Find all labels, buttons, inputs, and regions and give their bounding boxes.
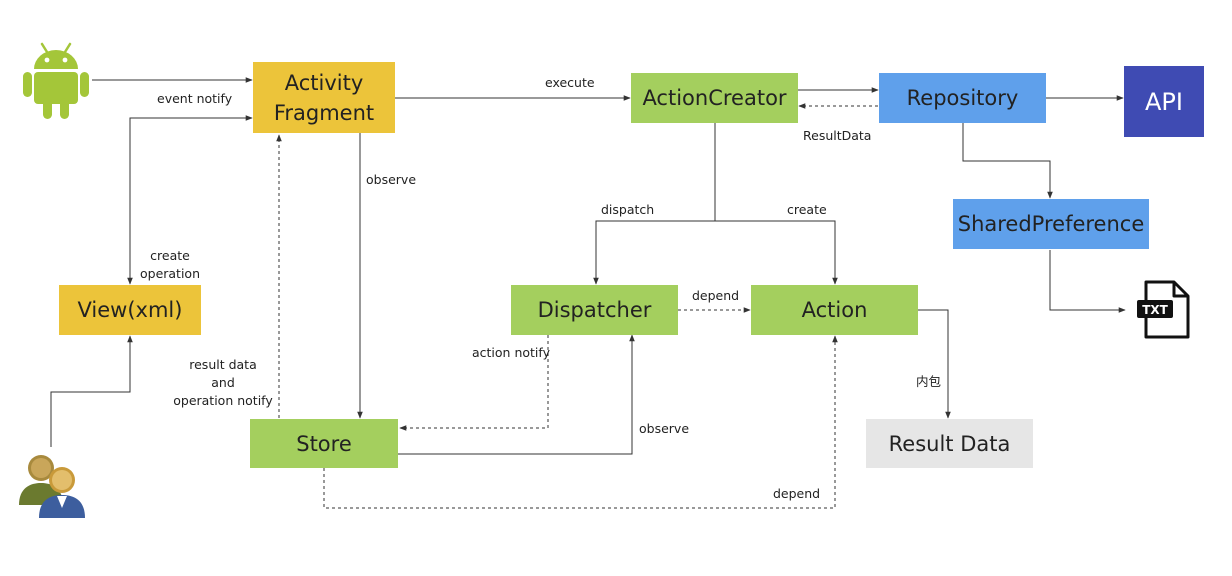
edge-users-to-view bbox=[50, 335, 133, 447]
operation-notify-line: operation notify bbox=[173, 393, 273, 408]
users-icon bbox=[19, 455, 85, 518]
create-line: create bbox=[150, 248, 190, 263]
event-notify-label: event notify bbox=[157, 91, 233, 106]
result-data-return-label: ResultData bbox=[803, 128, 872, 143]
edge-repository-to-sharedpreference bbox=[962, 123, 1053, 199]
execute-label: execute bbox=[545, 75, 595, 90]
activity-label: Activity bbox=[284, 70, 364, 95]
edge-action-to-resultdata bbox=[918, 309, 951, 419]
operation-line: operation bbox=[139, 266, 201, 281]
result-data-node: Result Data bbox=[866, 419, 1033, 468]
create-action-label: create bbox=[787, 202, 827, 217]
depend-store-action-label: depend bbox=[773, 486, 821, 501]
edge-store-depend-action bbox=[323, 335, 838, 509]
edge-dispatch bbox=[593, 220, 715, 285]
repository-node: Repository bbox=[879, 73, 1046, 123]
depend-dispatcher-action-label: depend bbox=[692, 288, 740, 303]
dispatch-label: dispatch bbox=[601, 202, 655, 217]
edge-action-notify bbox=[399, 335, 549, 431]
result-data-line: result data bbox=[189, 357, 257, 372]
dispatcher-node: Dispatcher bbox=[511, 285, 678, 335]
api-node: API bbox=[1124, 66, 1204, 137]
action-node: Action bbox=[751, 285, 918, 335]
and-line: and bbox=[211, 375, 235, 390]
edge-store-observe-dispatcher bbox=[398, 334, 635, 455]
edge-sharedpreference-to-txt bbox=[1049, 250, 1126, 313]
store-node: Store bbox=[250, 419, 398, 468]
observe-activity-label: observe bbox=[366, 172, 417, 187]
edge-view-activity bbox=[127, 115, 253, 285]
create-operation-label: create operation bbox=[135, 247, 205, 283]
observe-dispatcher-label: observe bbox=[639, 421, 690, 436]
activity-fragment-node: Activity Fragment bbox=[253, 62, 395, 133]
action-notify-label: action notify bbox=[472, 345, 550, 360]
action-creator-node: ActionCreator bbox=[631, 73, 798, 123]
fragment-label: Fragment bbox=[273, 100, 375, 125]
inner-package-label: 内包 bbox=[916, 374, 942, 389]
txt-file-label: TXT bbox=[1142, 303, 1168, 317]
txt-file-icon: TXT bbox=[1137, 280, 1190, 339]
android-robot-icon bbox=[23, 42, 89, 119]
shared-preference-node: SharedPreference bbox=[953, 199, 1149, 249]
edge-create-action bbox=[715, 220, 838, 285]
view-xml-node: View(xml) bbox=[59, 285, 201, 335]
result-operation-notify-label: result data and operation notify bbox=[170, 356, 276, 410]
